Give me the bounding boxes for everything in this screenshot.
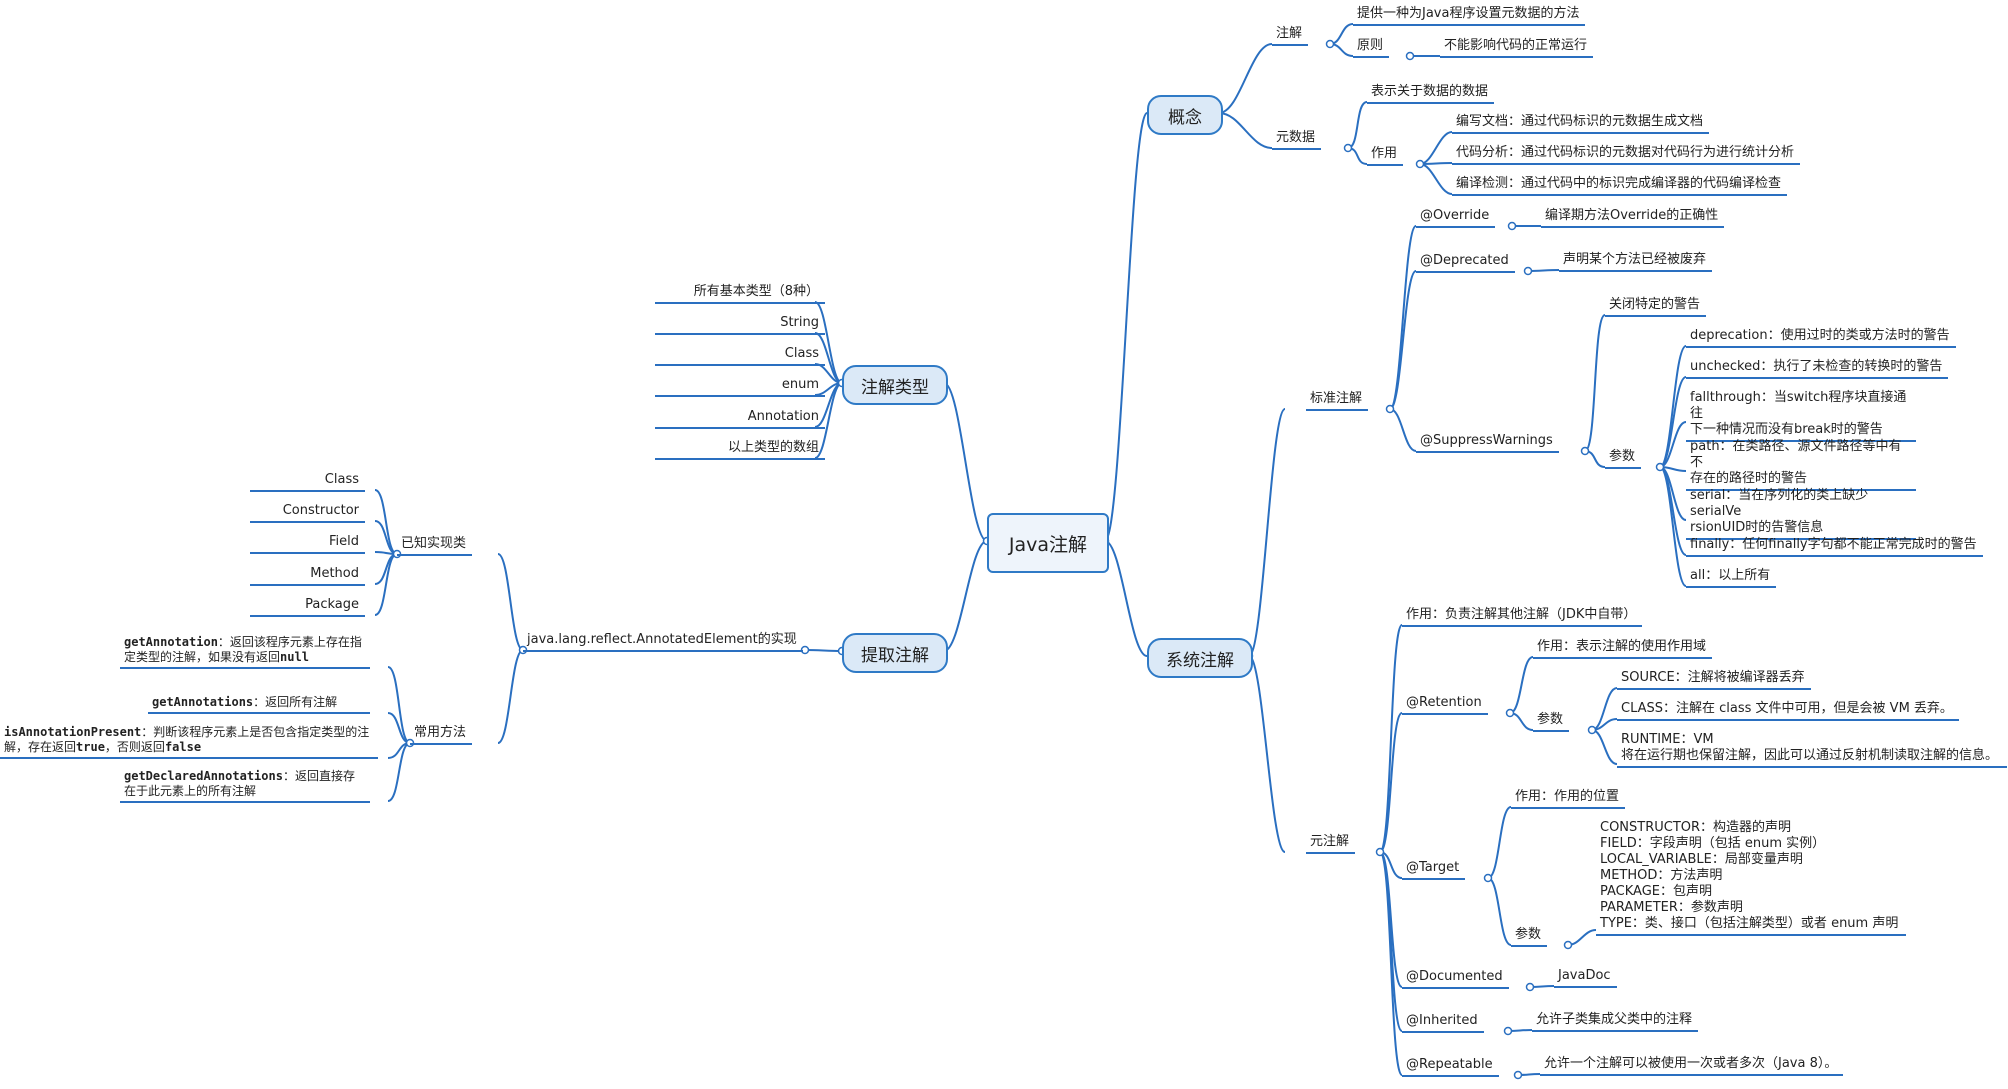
- method-get-declared-annotations: getDeclaredAnnotations：返回直接存在于此元素上的所有注解: [120, 769, 370, 803]
- override-desc: 编译期方法Override的正确性: [1541, 208, 1725, 228]
- node-suppress-params[interactable]: 参数: [1605, 449, 1642, 469]
- node-annotation-desc: 提供一种为Java程序设置元数据的方法: [1353, 6, 1586, 26]
- retention-source: SOURCE：注解将被编译器丢弃: [1617, 670, 1811, 690]
- param-unchecked: unchecked：执行了未检查的转换时的警告: [1686, 359, 1949, 379]
- target-desc: 作用：作用的位置: [1511, 789, 1626, 809]
- node-target[interactable]: @Target: [1402, 860, 1466, 880]
- known-package: Package: [250, 597, 365, 617]
- param-finally: finally：任何finally字句都不能正常完成时的警告: [1686, 537, 1983, 557]
- metadata-usage-3: 编译检测：通过代码中的标识完成编译器的代码编译检查: [1452, 176, 1788, 196]
- node-metadata-desc: 表示关于数据的数据: [1367, 84, 1495, 104]
- type-class: Class: [655, 346, 825, 366]
- type-primitive: 所有基本类型（8种）: [655, 284, 825, 304]
- node-retention-params[interactable]: 参数: [1533, 712, 1570, 732]
- param-fallthrough: fallthrough：当switch程序块直接通往下一种情况而没有break时…: [1686, 390, 1916, 442]
- suppress-desc: 关闭特定的警告: [1605, 297, 1707, 317]
- branch-concept[interactable]: 概念: [1147, 95, 1223, 135]
- node-annotated-element[interactable]: java.lang.reflect.AnnotatedElement的实现: [523, 632, 803, 652]
- known-class: Class: [250, 472, 365, 492]
- type-string: String: [655, 315, 825, 335]
- branch-annotation-types[interactable]: 注解类型: [842, 365, 948, 405]
- known-method: Method: [250, 566, 365, 586]
- method-get-annotations: getAnnotations：返回所有注解: [148, 695, 370, 714]
- method-get-annotation: getAnnotation：返回该程序元素上存在指定类型的注解，如果没有返回nu…: [120, 635, 370, 669]
- param-all: all：以上所有: [1686, 568, 1777, 588]
- retention-desc: 作用：表示注解的使用作用域: [1533, 639, 1713, 659]
- param-path: path：在类路径、源文件路径等中有不存在的路径时的警告: [1686, 439, 1916, 491]
- node-deprecated[interactable]: @Deprecated: [1416, 253, 1515, 273]
- branch-extract[interactable]: 提取注解: [842, 633, 948, 673]
- node-principle[interactable]: 原则: [1353, 38, 1390, 58]
- type-array: 以上类型的数组: [655, 440, 825, 460]
- retention-class: CLASS：注解在 class 文件中可用，但是会被 VM 丢弃。: [1617, 701, 1959, 721]
- meta-desc: 作用：负责注解其他注解（JDK中自带）: [1402, 607, 1643, 627]
- node-metadata[interactable]: 元数据: [1272, 130, 1322, 150]
- node-suppress-warnings[interactable]: @SuppressWarnings: [1416, 433, 1559, 453]
- node-target-params[interactable]: 参数: [1511, 927, 1548, 947]
- node-known-classes[interactable]: 已知实现类: [397, 536, 473, 556]
- deprecated-desc: 声明某个方法已经被废弃: [1559, 252, 1713, 272]
- known-field: Field: [250, 534, 365, 554]
- param-deprecation: deprecation：使用过时的类或方法时的警告: [1686, 328, 1956, 348]
- documented-desc: JavaDoc: [1554, 968, 1617, 988]
- node-override[interactable]: @Override: [1416, 208, 1496, 228]
- repeatable-desc: 允许一个注解可以被使用一次或者多次（Java 8）。: [1540, 1056, 1844, 1076]
- method-is-annotation-present: isAnnotationPresent：判断该程序元素上是否包含指定类型的注解，…: [0, 725, 378, 759]
- node-metadata-usage[interactable]: 作用: [1367, 146, 1404, 166]
- target-params-list: CONSTRUCTOR：构造器的声明 FIELD：字段声明（包括 enum 实例…: [1596, 820, 1906, 936]
- node-principle-desc: 不能影响代码的正常运行: [1440, 38, 1594, 58]
- node-documented[interactable]: @Documented: [1402, 969, 1509, 989]
- type-annotation: Annotation: [655, 409, 825, 429]
- known-constructor: Constructor: [250, 503, 365, 523]
- node-retention[interactable]: @Retention: [1402, 695, 1488, 715]
- node-inherited[interactable]: @Inherited: [1402, 1013, 1484, 1033]
- node-annotation[interactable]: 注解: [1272, 26, 1309, 46]
- node-meta-annotations[interactable]: 元注解: [1306, 834, 1356, 854]
- type-enum: enum: [655, 377, 825, 397]
- branch-system[interactable]: 系统注解: [1147, 638, 1253, 678]
- root-node[interactable]: Java注解: [987, 513, 1109, 573]
- metadata-usage-1: 编写文档：通过代码标识的元数据生成文档: [1452, 114, 1710, 134]
- node-repeatable[interactable]: @Repeatable: [1402, 1057, 1499, 1077]
- inherited-desc: 允许子类集成父类中的注释: [1532, 1012, 1699, 1032]
- node-standard-annotations[interactable]: 标准注解: [1306, 391, 1369, 411]
- metadata-usage-2: 代码分析：通过代码标识的元数据对代码行为进行统计分析: [1452, 145, 1801, 165]
- node-common-methods[interactable]: 常用方法: [410, 725, 473, 745]
